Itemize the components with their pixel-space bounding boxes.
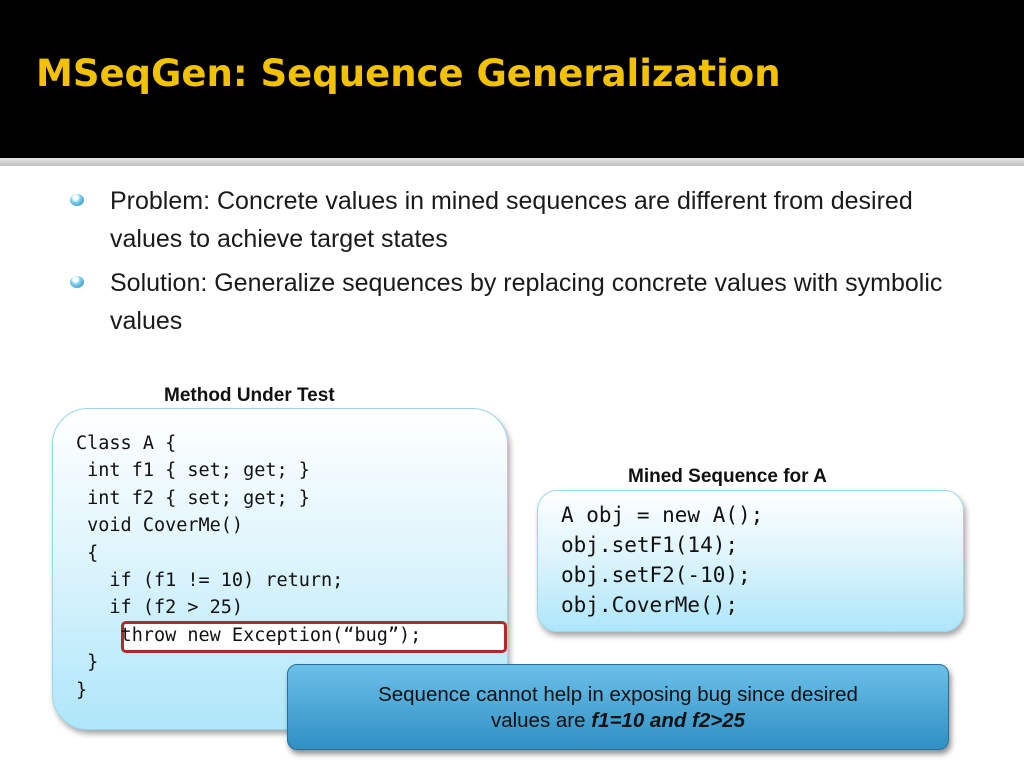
sequence-line: obj.setF2(-10); <box>561 563 751 587</box>
bullet-solution: Solution: Generalize sequences by replac… <box>70 264 970 340</box>
callout-line-2-prefix: values are <box>490 709 592 732</box>
mined-sequence-label: Mined Sequence for A <box>628 466 827 487</box>
code-line: int f2 { set; get; } <box>76 487 310 509</box>
explanation-callout: Sequence cannot help in exposing bug sin… <box>287 664 949 750</box>
title-divider <box>0 158 1024 166</box>
bullet-text-solution: Solution: Generalize sequences by replac… <box>110 269 943 335</box>
code-line: { <box>76 542 99 564</box>
sequence-line: A obj = new A(); <box>561 503 764 527</box>
bullet-dot-icon <box>70 194 84 206</box>
throw-statement-highlight <box>121 621 507 653</box>
sequence-line: obj.CoverMe(); <box>561 593 739 617</box>
bullet-list: Problem: Concrete values in mined sequen… <box>70 182 970 346</box>
method-under-test-label: Method Under Test <box>164 385 335 406</box>
code-line: } <box>76 652 99 674</box>
callout-line-1: Sequence cannot help in exposing bug sin… <box>378 683 858 706</box>
bullet-dot-icon <box>70 276 84 288</box>
code-line: Class A { <box>76 433 177 454</box>
title-bar <box>0 0 1024 158</box>
bullet-problem: Problem: Concrete values in mined sequen… <box>70 182 970 258</box>
sequence-line: obj.setF1(14); <box>561 533 739 557</box>
code-line-throw: throw new Exception(“bug”); <box>76 624 422 646</box>
slide-title: MSeqGen: Sequence Generalization <box>36 52 781 95</box>
mined-sequence-code: A obj = new A(); obj.setF1(14); obj.setF… <box>561 500 763 620</box>
code-line: void CoverMe() <box>76 515 244 537</box>
code-line: if (f2 > 25) <box>76 597 244 619</box>
bullet-text-problem: Problem: Concrete values in mined sequen… <box>110 187 913 253</box>
method-under-test-code: Class A { int f1 { set; get; } int f2 { … <box>76 430 421 704</box>
code-line: } <box>76 679 88 701</box>
callout-line-2: values are f1=10 and f2>25 <box>288 708 948 734</box>
mined-sequence-panel <box>537 490 964 632</box>
code-line: int f1 { set; get; } <box>76 460 310 482</box>
callout-emphasis: f1=10 and f2>25 <box>591 709 746 732</box>
code-line: if (f1 != 10) return; <box>76 570 344 592</box>
